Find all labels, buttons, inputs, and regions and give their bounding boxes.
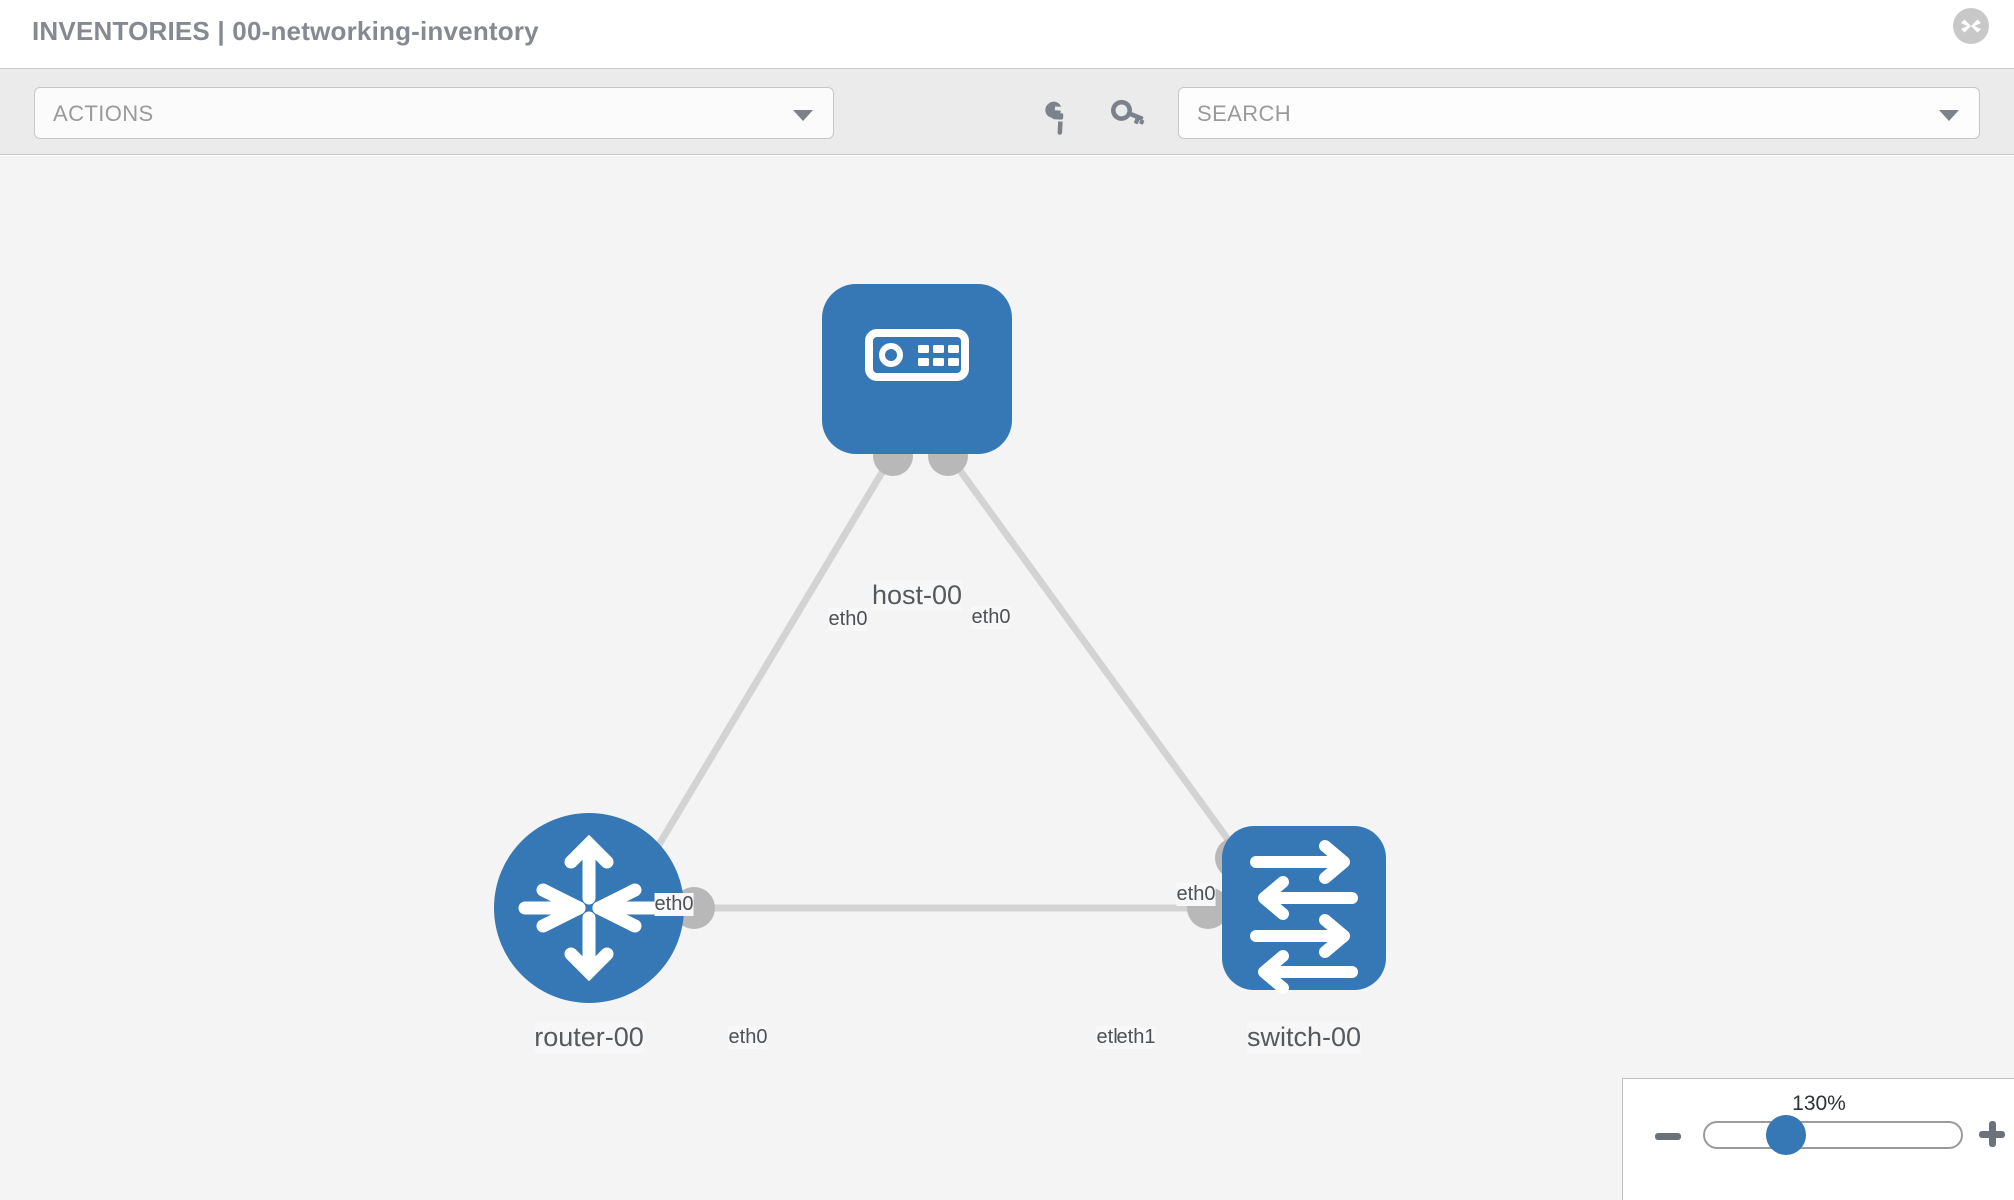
close-icon: [1961, 19, 1981, 33]
actions-dropdown-label: ACTIONS: [53, 101, 154, 126]
zoom-slider-handle[interactable]: [1766, 1115, 1806, 1155]
search-placeholder: SEARCH: [1197, 101, 1292, 126]
zoom-out-button[interactable]: [1655, 1133, 1681, 1140]
close-button[interactable]: [1953, 8, 1989, 44]
search-chevron-down-icon[interactable]: [1939, 110, 1959, 121]
router-arrows-icon: [518, 834, 660, 982]
iface-label-router-right: eth0: [728, 1026, 768, 1049]
toolbar: ACTIONS SEARCH: [0, 68, 2014, 155]
node-switch-00[interactable]: [1222, 826, 1386, 994]
chevron-down-icon: [793, 110, 813, 121]
zoom-slider-track[interactable]: [1703, 1121, 1963, 1149]
key-icon: [1111, 99, 1145, 125]
node-label-router-00: router-00: [534, 1022, 644, 1053]
link-host-router[interactable]: [641, 452, 897, 870]
page-title: INVENTORIES | 00-networking-inventory: [32, 16, 539, 46]
key-button[interactable]: [1106, 91, 1150, 135]
topology-canvas[interactable]: host-00 router-00 switch-00 eth0 eth0 et…: [0, 156, 2014, 1200]
wrench-button[interactable]: [1038, 91, 1082, 135]
topology-graph: [494, 284, 1386, 1003]
zoom-level-value: 130%: [1792, 1092, 1846, 1115]
zoom-in-button[interactable]: [1979, 1121, 2005, 1147]
actions-dropdown[interactable]: ACTIONS: [34, 87, 834, 139]
iface-label-switch-left-b: eth1: [1116, 1026, 1156, 1049]
node-router-00[interactable]: [494, 813, 684, 1003]
wrench-icon: [1045, 101, 1064, 135]
page-header: INVENTORIES | 00-networking-inventory: [0, 0, 2014, 68]
iface-label-host-left: eth0: [828, 608, 868, 631]
switch-arrows-icon: [1250, 840, 1358, 994]
zoom-control-panel: 130%: [1622, 1078, 2014, 1200]
iface-label-router-up: eth0: [654, 893, 694, 916]
node-host-00[interactable]: [822, 284, 1012, 454]
server-icon: [865, 329, 969, 381]
iface-label-host-right: eth0: [971, 606, 1011, 629]
link-host-switch[interactable]: [945, 451, 1243, 859]
node-label-host-00: host-00: [871, 580, 963, 611]
node-label-switch-00: switch-00: [1246, 1022, 1362, 1053]
connector-nubs: [673, 436, 1257, 929]
iface-label-switch-up: eth0: [1176, 883, 1216, 906]
search-input[interactable]: SEARCH: [1178, 87, 1980, 139]
